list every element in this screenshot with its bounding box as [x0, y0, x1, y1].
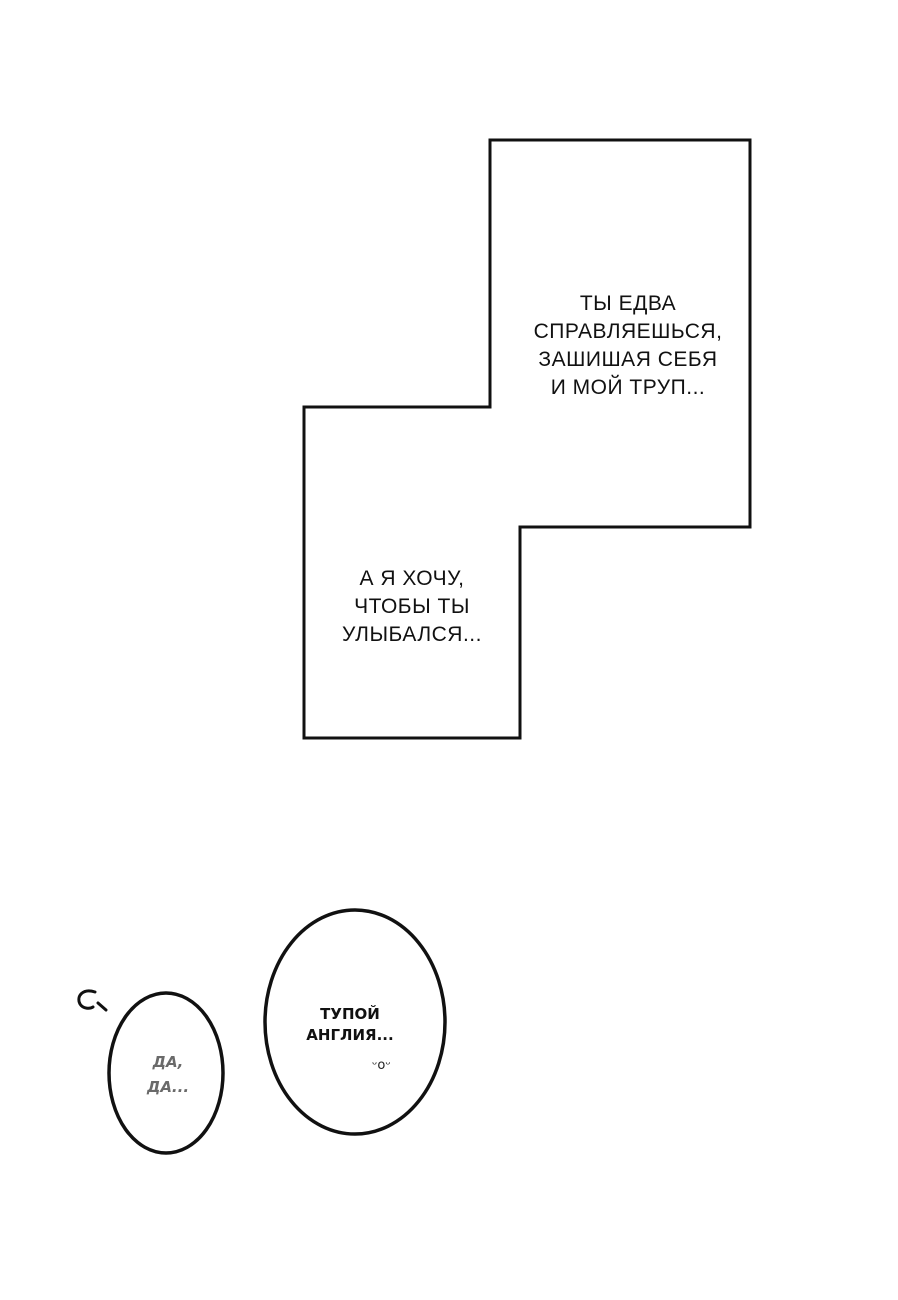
small-speech-bubble	[107, 991, 225, 1155]
panel-outline	[302, 138, 752, 740]
bubble-line: ДА,	[152, 1053, 184, 1071]
top-caption: ТЫ ЕДВА СПРАВЛЯЕШЬСЯ, ЗАШИШАЯ СЕБЯ И МОЙ…	[528, 290, 728, 402]
smug-face-icon: ᵕoᵕ	[372, 1058, 391, 1073]
caption-line: И МОЙ ТРУП...	[550, 376, 706, 399]
caption-line: ТЫ ЕДВА	[579, 292, 677, 315]
bubble-line: АНГЛИЯ...	[306, 1026, 394, 1044]
caption-line: А Я ХОЧУ,	[359, 567, 465, 590]
small-bubble-text: ДА, ДА...	[118, 1050, 218, 1100]
bottom-caption: А Я ХОЧУ, ЧТОБЫ ТЫ УЛЫБАЛСЯ...	[322, 565, 502, 649]
caption-line: ЗАШИШАЯ СЕБЯ	[538, 348, 718, 371]
large-bubble-text: ТУПОЙ АНГЛИЯ...	[280, 1004, 420, 1046]
bubble-line: ТУПОЙ	[320, 1005, 380, 1023]
bubble-line: ДА...	[146, 1078, 190, 1096]
caption-line: УЛЫБАЛСЯ...	[342, 623, 482, 646]
caption-line: ЧТОБЫ ТЫ	[354, 595, 470, 618]
sigh-mark-icon	[77, 989, 108, 1012]
caption-line: СПРАВЛЯЕШЬСЯ,	[533, 320, 723, 343]
large-speech-bubble	[263, 908, 447, 1136]
